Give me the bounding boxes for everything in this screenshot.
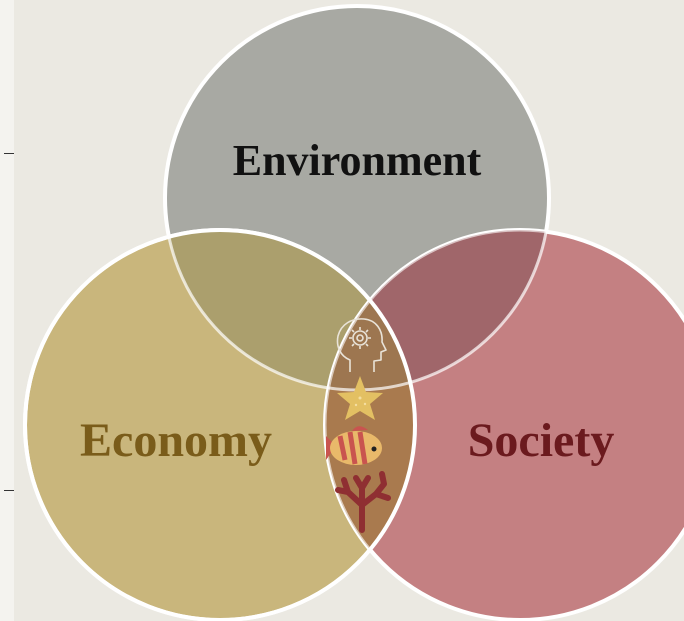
society-environment-overlap — [325, 230, 549, 390]
economy-environment-overlap — [165, 230, 415, 390]
coral-icon — [335, 471, 391, 533]
economy-outline — [23, 228, 417, 621]
society-label: Society — [468, 414, 615, 467]
environment-label: Environment — [233, 136, 482, 185]
economy-label: Economy — [80, 414, 272, 467]
axis-tick-bottom — [4, 490, 14, 491]
axis-tick-top — [4, 153, 14, 154]
starfish-icon — [337, 376, 383, 420]
gear-head-icon — [336, 318, 387, 372]
society-outline — [323, 228, 684, 621]
fish-icon — [326, 426, 382, 465]
